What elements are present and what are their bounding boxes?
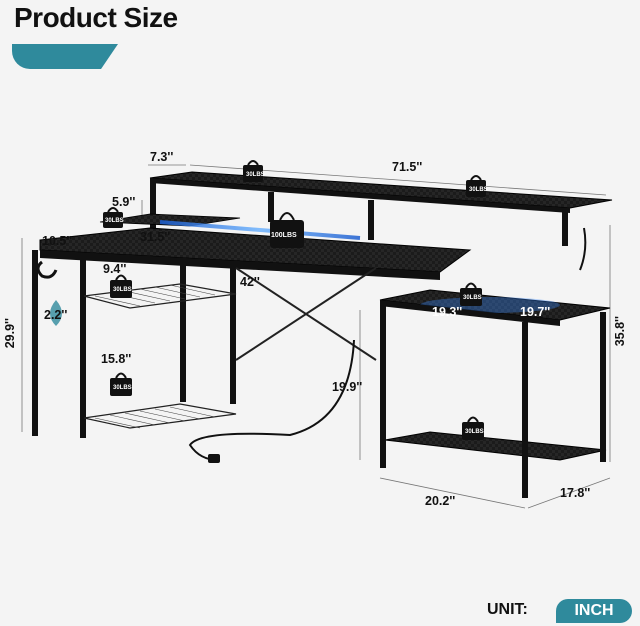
- headphone-hook: [36, 260, 58, 279]
- side-table-bottom: [384, 431, 607, 461]
- weight-label: 30LBS: [465, 429, 484, 435]
- weight-label: 30LBS: [246, 172, 265, 178]
- weight-label: 30LBS: [113, 287, 132, 293]
- desktop: [39, 227, 472, 273]
- dim-top-shelf-width: 71.5'': [392, 160, 423, 174]
- unit-badge: INCH: [556, 599, 632, 623]
- dim-side-table-width: 19.3'': [432, 305, 463, 319]
- weight-label: 30LBS: [105, 218, 124, 224]
- dim-top-basket-gap: 9.4'': [103, 262, 127, 276]
- weight-label: 100LBS: [271, 232, 297, 239]
- dim-monitor-area: 31.5'': [140, 230, 171, 244]
- dim-overall-height: 35.8'': [613, 316, 627, 347]
- dim-side-table-depth: 19.7'': [520, 305, 551, 319]
- dim-side-depth: 10.5'': [42, 234, 73, 248]
- dim-side-table-gap: 19.9'': [332, 380, 363, 394]
- dim-hook-offset: 2.2'': [44, 308, 68, 322]
- dim-base-width: 20.2'': [425, 494, 456, 508]
- power-cable: [188, 339, 355, 461]
- hook-offset-badge: [50, 300, 62, 326]
- top-shelf: [149, 171, 613, 209]
- dim-top-shelf-depth: 7.3'': [150, 150, 174, 164]
- weight-label: 30LBS: [463, 295, 482, 301]
- title-accent-bar: [12, 44, 118, 69]
- unit-label: UNIT:: [487, 601, 528, 618]
- riser-shelf: [99, 213, 241, 227]
- dim-desk-depth: 42'': [240, 275, 260, 289]
- dim-base-depth: 17.8'': [560, 486, 591, 500]
- dim-total-height: 29.9'': [3, 318, 17, 349]
- weight-label: 30LBS: [113, 385, 132, 391]
- dim-riser-height: 5.9'': [112, 195, 136, 209]
- weight-label: 30LBS: [469, 187, 488, 193]
- page-title: Product Size: [14, 2, 178, 33]
- dim-lower-basket-gap: 15.8'': [101, 352, 132, 366]
